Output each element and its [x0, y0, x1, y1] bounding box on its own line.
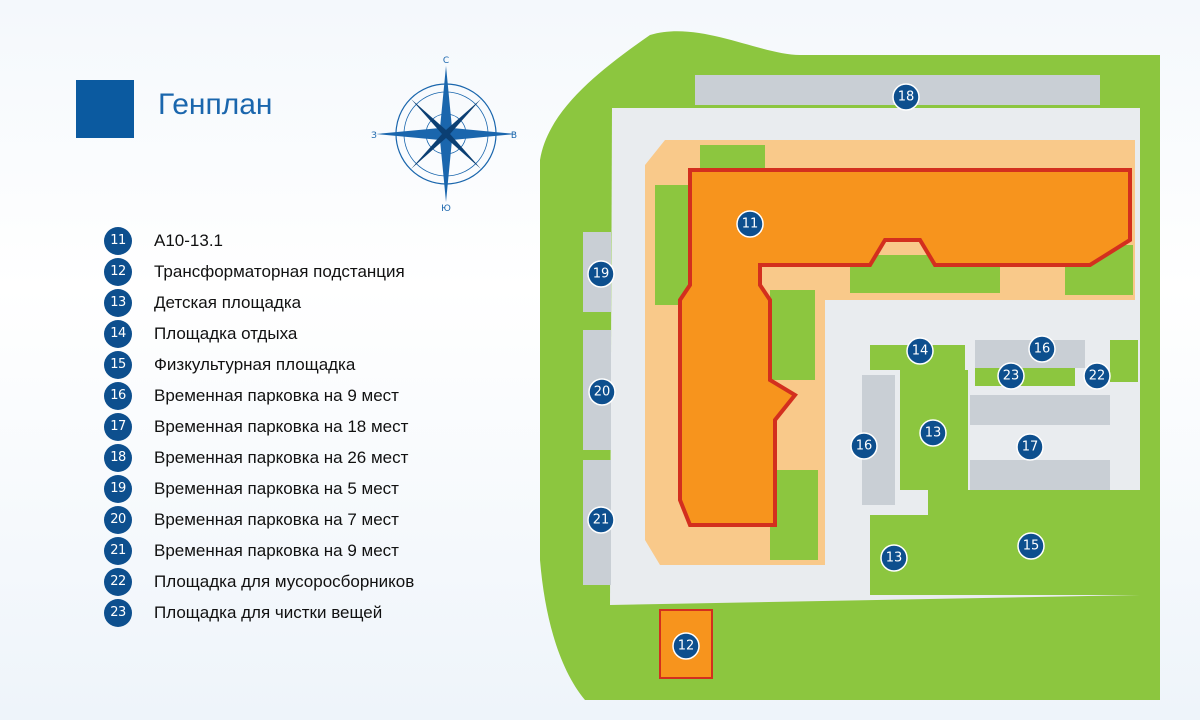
courtyard-lawn: [655, 185, 690, 305]
legend-number-badge: 19: [104, 474, 132, 503]
legend-item: 20 Временная парковка на 7 мест: [104, 504, 414, 535]
map-marker: 12: [672, 632, 700, 660]
legend-item: 12 Трансформаторная подстанция: [104, 256, 414, 287]
legend-label: Временная парковка на 26 мест: [154, 447, 409, 467]
map-marker: 23: [997, 362, 1025, 390]
parking-17-top: [970, 395, 1110, 425]
compass-west-label: З: [371, 131, 377, 141]
compass-rose-icon: С Ю В З: [371, 56, 517, 214]
legend-item: 15 Физкультурная площадка: [104, 349, 414, 380]
map-marker-label: 23: [1003, 369, 1020, 384]
map-marker-label: 19: [593, 267, 610, 282]
legend-item: 13 Детская площадка: [104, 287, 414, 318]
legend-label: Временная парковка на 18 мест: [154, 416, 409, 436]
compass-south-label: Ю: [441, 204, 451, 214]
legend-item: 11 А10-13.1: [104, 225, 414, 256]
legend-item: 18 Временная парковка на 26 мест: [104, 442, 414, 473]
building-11: [678, 168, 1132, 527]
legend-number-badge: 20: [104, 505, 132, 534]
legend-label: Временная парковка на 5 мест: [154, 478, 399, 498]
map-marker: 11: [736, 210, 764, 238]
legend-item: 21 Временная парковка на 9 мест: [104, 535, 414, 566]
map-marker-label: 12: [678, 639, 695, 654]
legend-number-badge: 22: [104, 567, 132, 596]
legend-label: Временная парковка на 7 мест: [154, 509, 399, 529]
map-marker-label: 11: [742, 217, 759, 232]
legend-label: Временная парковка на 9 мест: [154, 385, 399, 405]
legend-item: 17 Временная парковка на 18 мест: [104, 411, 414, 442]
zone-23: [975, 368, 1075, 386]
legend-number-badge: 14: [104, 319, 132, 348]
map-marker-label: 13: [886, 551, 903, 566]
legend-label: Площадка для чистки вещей: [154, 602, 383, 622]
legend-number-badge: 13: [104, 288, 132, 317]
legend-item: 16 Временная парковка на 9 мест: [104, 380, 414, 411]
map-marker-label: 18: [898, 90, 915, 105]
legend-item: 22 Площадка для мусоросборников: [104, 566, 414, 597]
legend-label: Трансформаторная подстанция: [154, 261, 405, 281]
legend-number-badge: 17: [104, 412, 132, 441]
legend-number-badge: 11: [104, 226, 132, 255]
legend-label: Детская площадка: [154, 292, 302, 312]
legend-item: 14 Площадка отдыха: [104, 318, 414, 349]
compass-north-label: С: [443, 56, 449, 66]
map-marker-label: 16: [856, 439, 873, 454]
legend-number-badge: 15: [104, 350, 132, 379]
map-marker-label: 20: [594, 385, 611, 400]
map-marker-label: 13: [925, 426, 942, 441]
legend-number-badge: 21: [104, 536, 132, 565]
map-marker: 21: [587, 506, 615, 534]
map-marker-label: 21: [593, 513, 610, 528]
legend-label: Площадка для мусоросборников: [154, 571, 415, 591]
legend-number-badge: 12: [104, 257, 132, 286]
title-accent-square: [76, 80, 134, 138]
map-marker-label: 16: [1034, 342, 1051, 357]
legend-label: Временная парковка на 9 мест: [154, 540, 399, 560]
map-marker-label: 15: [1023, 539, 1040, 554]
legend-item: 19 Временная парковка на 5 мест: [104, 473, 414, 504]
parking-17-bottom: [970, 460, 1110, 490]
map-marker: 14: [906, 337, 934, 365]
map-marker: 17: [1016, 433, 1044, 461]
map-marker: 13: [880, 544, 908, 572]
map-marker: 16: [850, 432, 878, 460]
legend-number-badge: 23: [104, 598, 132, 627]
compass-east-label: В: [511, 131, 517, 141]
legend-label: Площадка отдыха: [154, 323, 298, 343]
page-title: Генплан: [158, 88, 273, 121]
zone-22: [1110, 340, 1138, 382]
map-marker: 13: [919, 419, 947, 447]
map-marker: 22: [1083, 362, 1111, 390]
legend-label: Физкультурная площадка: [154, 354, 356, 374]
map-marker-label: 14: [912, 344, 929, 359]
courtyard-lawn: [770, 290, 815, 380]
legend-number-badge: 16: [104, 381, 132, 410]
legend-item: 23 Площадка для чистки вещей: [104, 597, 414, 628]
map-marker: 15: [1017, 532, 1045, 560]
courtyard-lawn: [770, 470, 818, 560]
map-marker-label: 17: [1022, 440, 1039, 455]
map-marker: 16: [1028, 335, 1056, 363]
map-marker-label: 22: [1089, 369, 1106, 384]
map-marker: 19: [587, 260, 615, 288]
map-marker: 20: [588, 378, 616, 406]
legend-label: А10-13.1: [154, 230, 223, 250]
map-marker: 18: [892, 83, 920, 111]
legend-number-badge: 18: [104, 443, 132, 472]
